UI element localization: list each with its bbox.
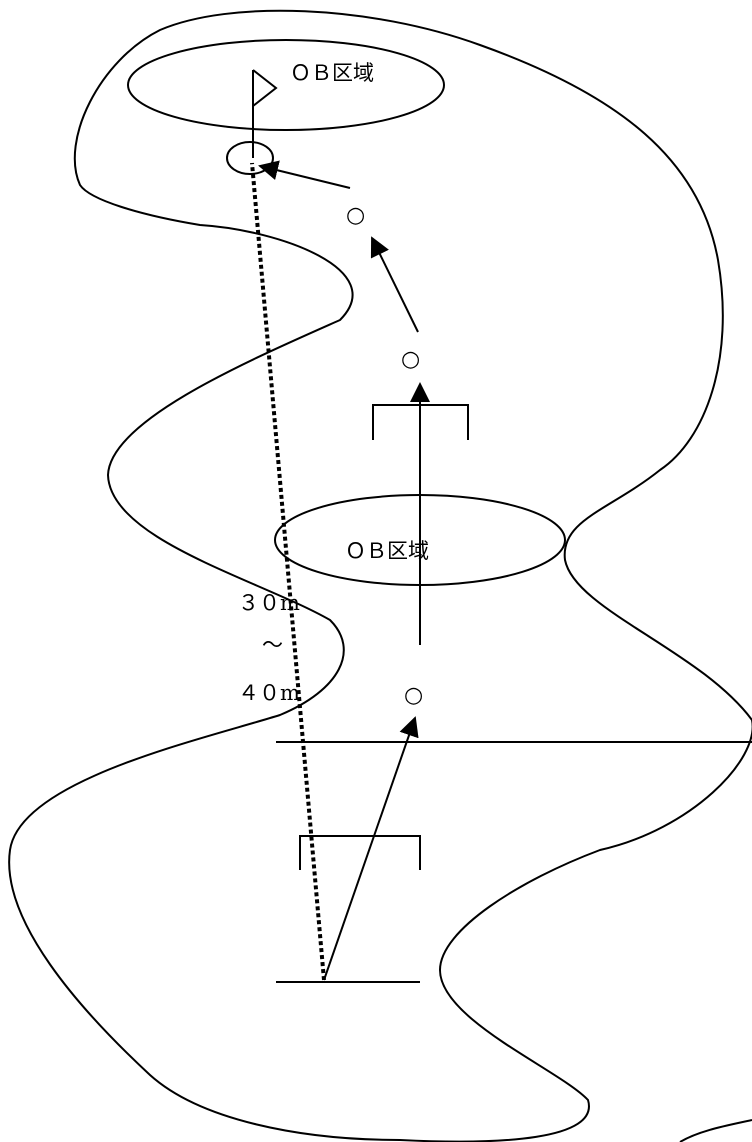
- distance-to-label: ４０m: [238, 681, 300, 705]
- shot-point-marker: ○: [346, 203, 365, 228]
- flag-icon: [252, 69, 278, 107]
- route-arrow-diagonal: [370, 236, 419, 333]
- shot-point-marker: ○: [404, 683, 423, 708]
- ob-area-top-ellipse: [127, 39, 445, 131]
- ob-area-middle-label: ＯＢ区域: [345, 539, 429, 563]
- cup-circle: [226, 141, 274, 175]
- route-arrow-tee-to-point: [323, 716, 419, 981]
- adjacent-boundary: [679, 1119, 752, 1142]
- shot-point-marker: ○: [401, 347, 420, 372]
- tee-bracket: [299, 835, 421, 870]
- route-arrow-to-cup: [258, 160, 351, 189]
- ob-area-top-label: ＯＢ区域: [290, 61, 374, 85]
- course-boundary: [8, 9, 752, 1142]
- direct-route-dotted-line: [250, 162, 326, 981]
- distance-tilde-label: ～: [262, 633, 283, 657]
